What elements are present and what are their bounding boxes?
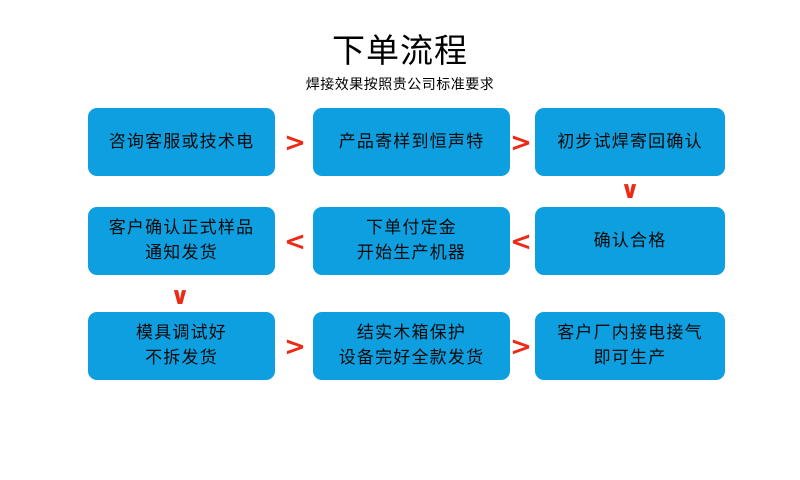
arrow-down-icon-n4-n7: ∨: [170, 282, 190, 310]
flow-row-3: 模具调试好 不拆发货 > 结实木箱保护 设备完好全款发货 > 客户厂内接电接气 …: [0, 312, 800, 382]
arrow-down-icon-n3-n6: ∨: [620, 176, 640, 204]
flow-node-label: 咨询客服或技术电: [108, 131, 255, 152]
flow-node-label: 通知发货: [145, 243, 218, 263]
flow-node-n4[interactable]: 客户确认正式样品 通知发货: [88, 207, 275, 275]
arrow-left-icon-n5-n4: <: [284, 227, 306, 257]
flow-node-n3[interactable]: 初步试焊寄回确认: [535, 108, 725, 176]
flow-row-1: 咨询客服或技术电 > 产品寄样到恒声特 > 初步试焊寄回确认: [0, 108, 800, 178]
flow-node-label: 下单付定金: [366, 218, 457, 238]
flow-node-n7[interactable]: 模具调试好 不拆发货: [88, 312, 275, 380]
flow-node-n2[interactable]: 产品寄样到恒声特: [313, 108, 510, 176]
arrow-right-icon-n2-n3: >: [510, 128, 532, 158]
flow-node-n8[interactable]: 结实木箱保护 设备完好全款发货: [313, 312, 510, 380]
arrow-left-icon-n6-n5: <: [510, 227, 532, 257]
flow-node-label: 开始生产机器: [356, 243, 467, 263]
flow-node-label: 模具调试好: [136, 323, 227, 343]
flow-node-n1[interactable]: 咨询客服或技术电: [88, 108, 275, 176]
arrow-right-icon-n7-n8: >: [284, 332, 306, 362]
arrow-right-icon-n8-n9: >: [510, 332, 532, 362]
flow-node-label: 设备完好全款发货: [338, 348, 485, 368]
flow-node-label: 产品寄样到恒声特: [338, 131, 485, 152]
flow-row-2: 客户确认正式样品 通知发货 < 下单付定金 开始生产机器 < 确认合格: [0, 207, 800, 277]
flow-node-label: 客户厂内接电接气: [557, 323, 703, 343]
flow-node-n9[interactable]: 客户厂内接电接气 即可生产: [535, 312, 725, 380]
flow-node-label: 不拆发货: [145, 348, 218, 368]
flow-node-n5[interactable]: 下单付定金 开始生产机器: [313, 207, 510, 275]
page-title: 下单流程: [332, 31, 468, 70]
flow-node-n6[interactable]: 确认合格: [535, 207, 725, 275]
flow-node-label: 确认合格: [593, 230, 667, 251]
arrow-right-icon-n1-n2: >: [284, 128, 306, 158]
flow-node-label: 客户确认正式样品: [108, 218, 255, 238]
page-subtitle: 焊接效果按照贵公司标准要求: [305, 77, 495, 93]
flow-node-label: 结实木箱保护: [356, 323, 467, 343]
flow-node-label: 初步试焊寄回确认: [557, 131, 703, 152]
flow-node-label: 即可生产: [593, 348, 667, 368]
